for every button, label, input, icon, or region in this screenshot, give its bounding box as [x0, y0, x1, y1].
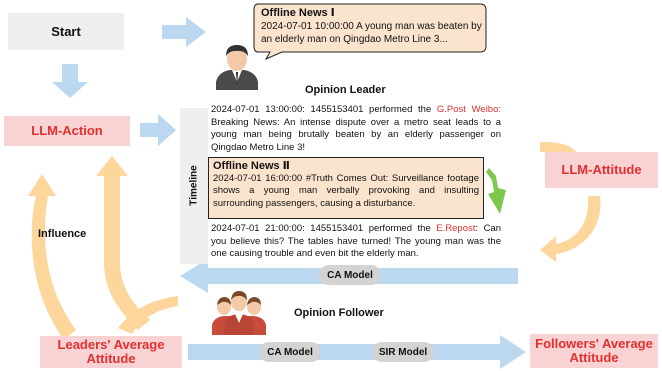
- start-box: Start: [8, 13, 124, 50]
- feed-post-1-text: Breaking News: An intense dispute over a…: [211, 116, 501, 153]
- llm-attitude-box: LLM-Attitude: [545, 152, 658, 188]
- arrow-influence-top: [28, 174, 76, 340]
- ca-model-top-label: CA Model: [327, 269, 373, 281]
- timeline-bar: [180, 108, 208, 264]
- sir-model-pill: SIR Model: [372, 342, 434, 362]
- feed-post-2: 2024-07-01 21:00:00: 1455153401 performe…: [211, 223, 501, 261]
- followers-attitude-box: Followers' Average Attitude: [530, 334, 658, 368]
- feed-post-2-text: : Can you believe this? The tables have …: [211, 223, 501, 260]
- llm-attitude-label: LLM-Attitude: [561, 162, 642, 177]
- arrow-attitude-to-feed: [540, 196, 601, 262]
- feed-post-2-prefix: 2024-07-01 21:00:00: 1455153401 performe…: [211, 223, 437, 234]
- ca-model-pill-bottom: CA Model: [259, 342, 321, 362]
- person-icon: [216, 45, 258, 90]
- arrow-start-to-action: [52, 64, 88, 98]
- arrow-action-to-feed: [140, 114, 176, 146]
- feed-post-1-action: G.Post Weibo:: [436, 104, 502, 115]
- llm-action-box: LLM-Action: [4, 116, 130, 146]
- followers-attitude-label: Followers' Average Attitude: [535, 336, 653, 365]
- green-arrow: [486, 168, 506, 214]
- arrow-leaders-curve: [118, 296, 178, 334]
- llm-action-label: LLM-Action: [31, 123, 103, 138]
- speech-bubble: [253, 3, 487, 60]
- ca-model-bottom-label: CA Model: [267, 346, 313, 358]
- group-icon: [212, 291, 266, 335]
- offline-news-2-text: 2024-07-01 16:00:00 #Truth Comes Out: Su…: [213, 172, 479, 209]
- arrow-influence: [96, 156, 150, 330]
- sir-model-label: SIR Model: [378, 346, 428, 358]
- offline-news-1-title: Offline News Ⅰ: [261, 7, 335, 19]
- feed-post-1-prefix: 2024-07-01 13:00:00: 1455153401 performe…: [211, 104, 437, 115]
- offline-news-1: Offline News Ⅰ 2024-07-01 10:00:00 A you…: [261, 7, 483, 46]
- arrow-leaders-to-followers: [188, 335, 526, 369]
- feed-post-2-action: E.Repost: [436, 223, 476, 234]
- leaders-attitude-label: Leaders' Average Attitude: [57, 337, 165, 366]
- arrow-start-to-news: [162, 17, 206, 47]
- offline-news-2: Offline News Ⅱ 2024-07-01 16:00:00 #Trut…: [208, 157, 484, 219]
- ca-model-pill-top: CA Model: [319, 265, 381, 285]
- feed-post-1: 2024-07-01 13:00:00: 1455153401 performe…: [211, 104, 501, 154]
- opinion-follower-label: Opinion Follower: [294, 307, 384, 319]
- start-label: Start: [51, 24, 81, 39]
- offline-news-1-text: 2024-07-01 10:00:00 A young man was beat…: [261, 21, 482, 45]
- timeline-label: Timeline: [188, 165, 200, 206]
- influence-label: Influence: [38, 228, 87, 240]
- opinion-leader-label: Opinion Leader: [305, 84, 386, 96]
- offline-news-2-title: Offline News Ⅱ: [213, 160, 290, 172]
- leaders-attitude-box: Leaders' Average Attitude: [40, 336, 182, 368]
